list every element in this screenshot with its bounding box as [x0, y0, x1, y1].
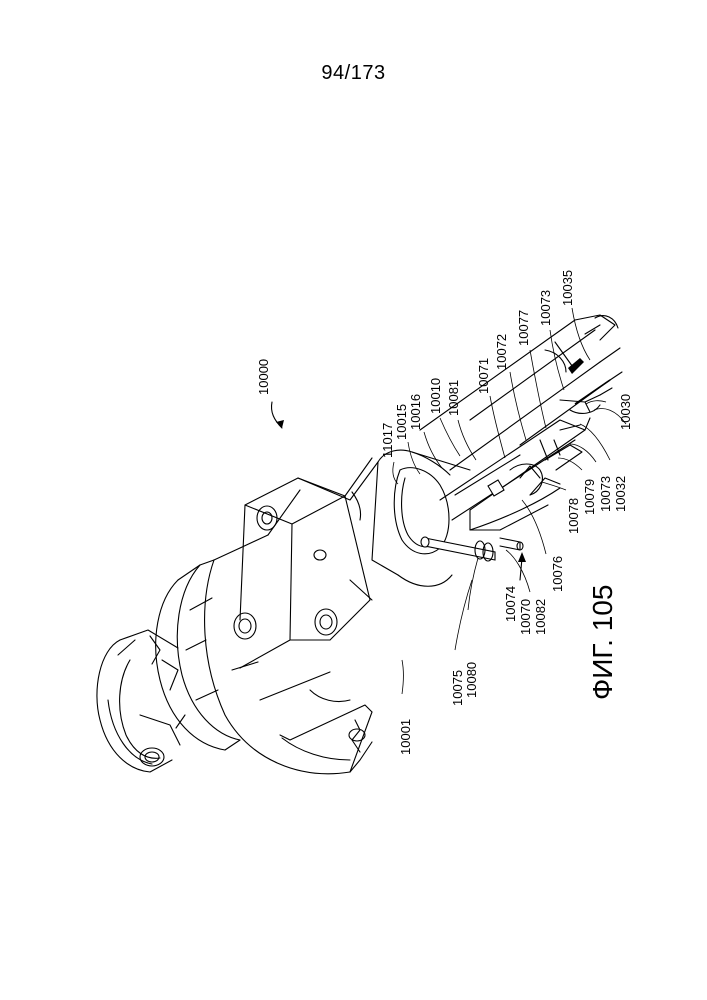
- ref-10016: 10016: [408, 394, 423, 430]
- ref-10082: 10082: [533, 599, 548, 635]
- ref-10078: 10078: [566, 498, 581, 534]
- ref-10077: 10077: [516, 310, 531, 346]
- reference-numerals: 10000 10001 10075 10080 10074 10070 1008…: [256, 270, 633, 755]
- ref-10030: 10030: [618, 394, 633, 430]
- ref-10010: 10010: [428, 378, 443, 414]
- ref-10032: 10032: [613, 476, 628, 512]
- assembly-illustration: [97, 308, 626, 774]
- ref-10070: 10070: [518, 599, 533, 635]
- ref-10035: 10035: [560, 270, 575, 306]
- ref-10071: 10071: [476, 358, 491, 394]
- ref-10080: 10080: [464, 662, 479, 698]
- ref-11017: 11017: [380, 423, 395, 458]
- main-housing: [205, 490, 372, 774]
- ref-10073-upper: 10073: [538, 290, 553, 326]
- ref-10000: 10000: [256, 359, 271, 395]
- ref-10001: 10001: [398, 719, 413, 755]
- ref-10074: 10074: [503, 586, 518, 622]
- ref-10073-lower: 10073: [598, 476, 613, 512]
- ref-10081: 10081: [446, 380, 461, 416]
- ref-10075: 10075: [450, 670, 465, 706]
- top-block: [234, 458, 378, 668]
- figure-caption: ФИГ. 105: [587, 585, 618, 700]
- cross-pin: [421, 537, 523, 561]
- ref-10072: 10072: [494, 334, 509, 370]
- ref-10076: 10076: [550, 556, 565, 592]
- ref-10015: 10015: [394, 404, 409, 440]
- ref-10079: 10079: [582, 479, 597, 515]
- rear-cap: [97, 630, 185, 772]
